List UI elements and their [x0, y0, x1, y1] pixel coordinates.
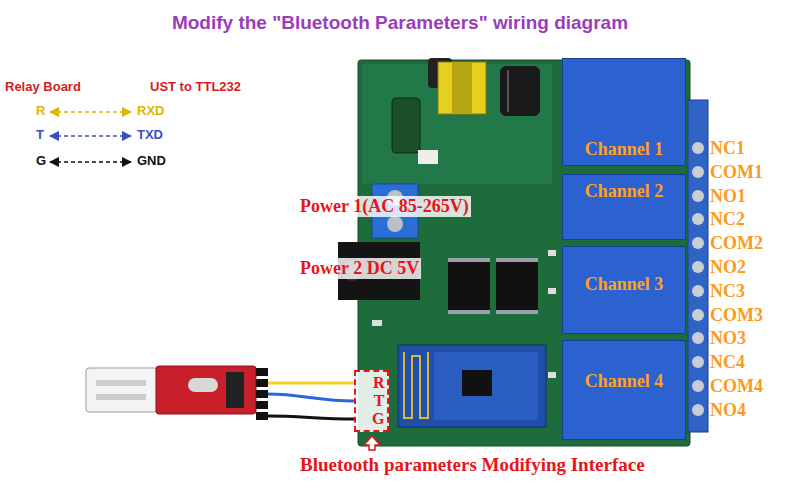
header-pin	[256, 379, 268, 387]
pin-label: G	[372, 410, 384, 428]
ic-chip	[496, 262, 538, 310]
terminal-screw	[692, 237, 704, 249]
terminal-label: NO4	[710, 400, 746, 421]
terminal-label: COM4	[710, 376, 763, 397]
channel-label: Channel 2	[569, 181, 679, 201]
channel-label: Channel 4	[569, 371, 679, 391]
capacitor	[392, 98, 420, 153]
relay-box: Channel 4	[562, 340, 686, 440]
capacitor	[500, 66, 540, 116]
connector	[418, 150, 438, 164]
terminal-screw	[692, 190, 704, 202]
column-heading: UST to TTL232	[150, 80, 241, 95]
interface-bracket: RTG	[354, 370, 389, 432]
pin-label: R	[372, 374, 384, 392]
terminal-screw	[387, 216, 403, 232]
mapping-arrow	[50, 161, 131, 163]
led	[548, 372, 556, 378]
terminal-label: COM2	[710, 233, 763, 254]
column-heading: Relay Board	[5, 80, 81, 95]
terminal-label: NO1	[710, 186, 746, 207]
mapping-arrow	[50, 111, 131, 113]
terminal-screw	[692, 404, 704, 416]
terminal-screw	[692, 332, 704, 344]
transformer	[438, 62, 486, 114]
ic-chip	[462, 370, 492, 396]
header-pin	[256, 390, 268, 398]
terminal-screw	[692, 356, 704, 368]
terminal-screw	[692, 285, 704, 297]
signal-name: TXD	[137, 128, 163, 143]
signal-name: GND	[137, 154, 166, 169]
power-label: Power 1(AC 85-265V)	[298, 196, 471, 217]
power-label: Power 2 DC 5V	[298, 258, 421, 279]
led	[372, 320, 382, 326]
ic-pins	[496, 310, 538, 314]
terminal-screw	[692, 213, 704, 225]
channel-label: Channel 1	[569, 139, 679, 159]
terminal-label: NC4	[710, 352, 745, 373]
bluetooth-shield	[434, 352, 538, 420]
usb-plug-slot	[96, 380, 146, 386]
terminal-label: NC3	[710, 281, 745, 302]
ic-pins	[448, 258, 490, 262]
terminal-screw	[692, 380, 704, 392]
pin-label: T	[372, 392, 384, 410]
crystal	[188, 378, 218, 392]
channel-label: Channel 3	[569, 274, 679, 294]
blue-wire	[268, 394, 354, 401]
antenna-trace	[404, 352, 428, 418]
black-wire	[268, 416, 354, 419]
header-pin	[256, 412, 268, 420]
led	[548, 250, 556, 256]
ic-pins	[496, 258, 538, 262]
ic-chip	[226, 372, 244, 408]
signal-name: R	[36, 104, 45, 119]
terminal-label: NO2	[710, 257, 746, 278]
relay-box: Channel 1	[562, 58, 686, 166]
usb-plug-slot	[96, 394, 146, 400]
capacitor-highlight	[507, 70, 509, 112]
yellow-wire	[268, 382, 354, 385]
header-pin	[256, 368, 268, 376]
terminal-screw	[692, 166, 704, 178]
terminal-label: NC1	[710, 138, 745, 159]
ic-pins	[448, 310, 490, 314]
terminal-label: COM1	[710, 162, 763, 183]
ic-chip	[448, 262, 490, 310]
led	[548, 288, 556, 294]
header-pin	[256, 401, 268, 409]
terminal-block	[688, 100, 708, 432]
signal-name: T	[36, 128, 44, 143]
mapping-arrow	[50, 135, 131, 137]
bluetooth-module	[398, 345, 546, 427]
transformer-core	[452, 62, 472, 114]
terminal-label: COM3	[710, 305, 763, 326]
signal-name: RXD	[137, 104, 164, 119]
diagram-title: Modify the "Bluetooth Parameters" wiring…	[0, 12, 800, 34]
relay-box: Channel 2	[562, 174, 686, 240]
terminal-screw	[692, 261, 704, 273]
terminal-screw	[692, 142, 704, 154]
adapter-board	[156, 366, 256, 414]
interface-caption: Bluetooth parameters Modifying Interface	[300, 454, 645, 476]
signal-name: G	[36, 154, 46, 169]
terminal-screws	[692, 142, 704, 416]
relay-box: Channel 3	[562, 246, 686, 334]
terminal-label: NO3	[710, 328, 746, 349]
terminal-screw	[692, 309, 704, 321]
pointer-arrow	[364, 436, 380, 450]
usb-plug	[86, 368, 158, 412]
terminal-label: NC2	[710, 209, 745, 230]
